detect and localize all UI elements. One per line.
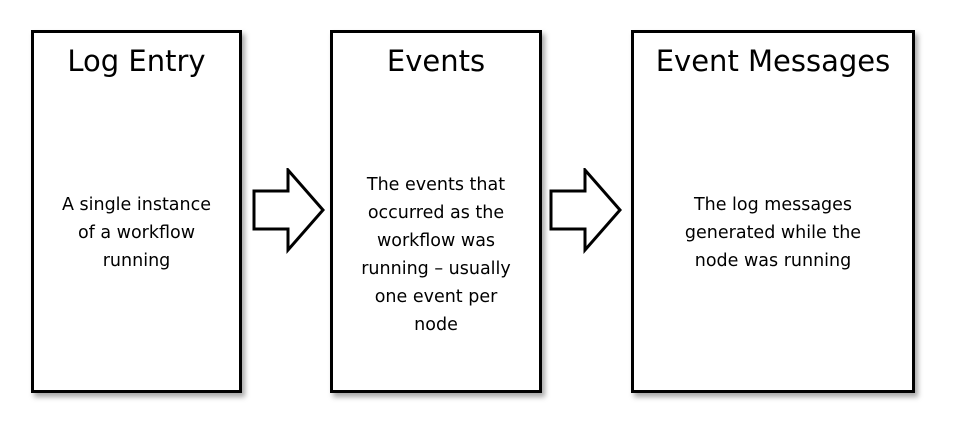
description-line: running (102, 251, 171, 271)
log-entry-title: Log Entry (67, 44, 206, 78)
log-entry-description: A single instance of a workflow running (34, 191, 239, 275)
block-arrow-right-icon (549, 168, 622, 254)
events-title: Events (386, 44, 486, 78)
block-arrow-right-icon (252, 168, 325, 254)
event-messages-title: Event Messages (655, 44, 891, 78)
description-line: generated while the (684, 223, 862, 243)
description-line: workflow was (376, 231, 496, 251)
description-line: node (414, 315, 458, 335)
events-description: The events that occurred as the workflow… (333, 171, 539, 339)
events-box: Events The events that occurred as the w… (330, 30, 542, 393)
description-line: one event per (374, 287, 498, 307)
description-line: node was running (694, 251, 852, 271)
description-line: The events that (366, 175, 506, 195)
event-messages-box: Event Messages The log messages generate… (631, 30, 915, 393)
log-entry-box: Log Entry A single instance of a workflo… (31, 30, 242, 393)
description-line: running – usually (361, 259, 511, 279)
description-line: of a workflow (77, 223, 196, 243)
description-line: The log messages (693, 195, 853, 215)
event-messages-description: The log messages generated while the nod… (634, 191, 912, 275)
description-line: A single instance (61, 195, 212, 215)
description-line: occurred as the (367, 203, 505, 223)
